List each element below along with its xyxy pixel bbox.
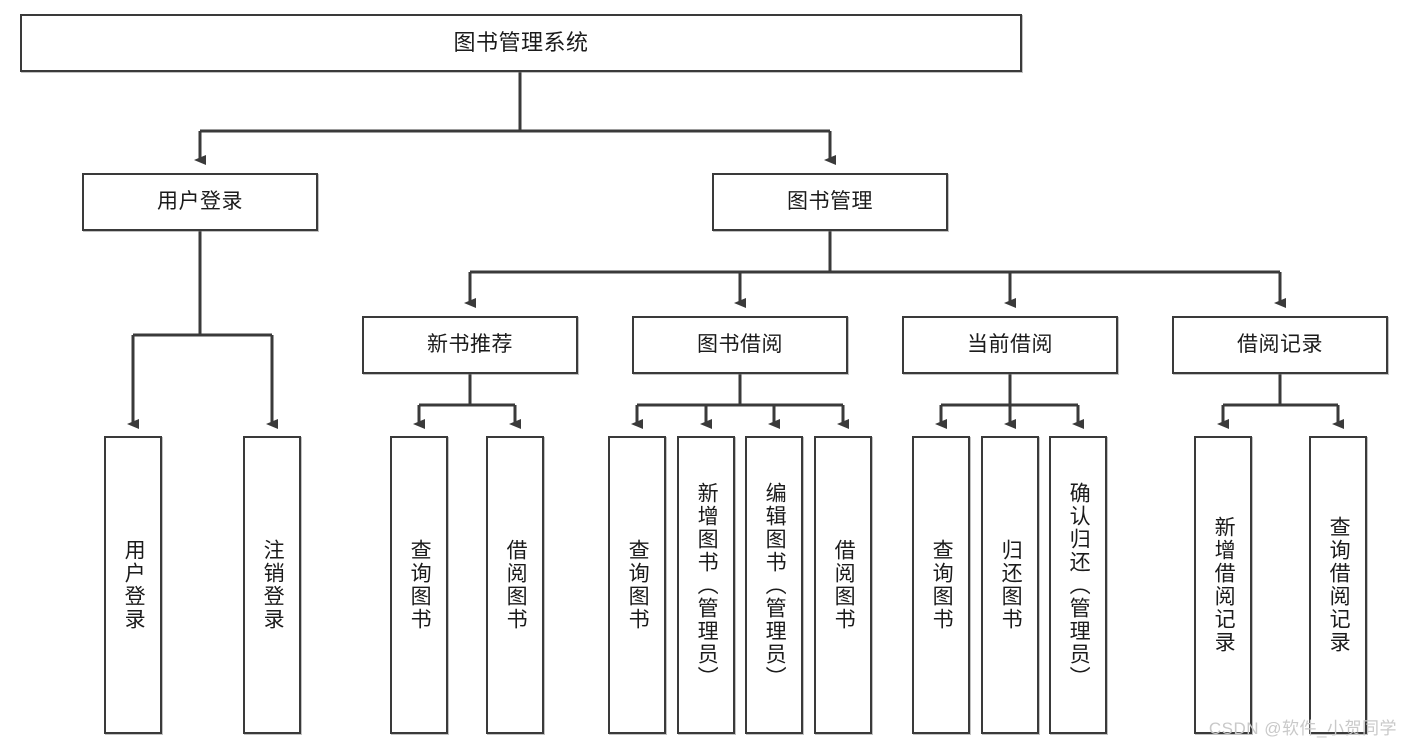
leaf-new-book-borrow[interactable]: 借阅图书 xyxy=(486,436,544,734)
leaf-borrow-record-add[interactable]: 新增借阅记录 xyxy=(1194,436,1252,734)
node-label: 新增图书（管理员） xyxy=(695,481,719,689)
node-book-borrow[interactable]: 图书借阅 xyxy=(632,316,848,374)
node-user-login[interactable]: 用户登录 xyxy=(82,173,318,231)
node-label: 查询图书 xyxy=(626,539,650,631)
node-label: 归还图书 xyxy=(999,539,1023,631)
node-new-book-recommend[interactable]: 新书推荐 xyxy=(362,316,578,374)
node-label: 用户登录 xyxy=(122,539,146,631)
node-label: 注销登录 xyxy=(261,539,285,631)
node-current-borrow[interactable]: 当前借阅 xyxy=(902,316,1118,374)
node-label: 确认归还（管理员） xyxy=(1067,481,1091,689)
leaf-current-borrow-confirm-return[interactable]: 确认归还（管理员） xyxy=(1049,436,1107,734)
node-book-management[interactable]: 图书管理 xyxy=(712,173,948,231)
node-label: 图书管理系统 xyxy=(453,30,589,56)
leaf-borrow-record-query[interactable]: 查询借阅记录 xyxy=(1309,436,1367,734)
node-label: 查询图书 xyxy=(930,539,954,631)
leaf-new-book-query[interactable]: 查询图书 xyxy=(390,436,448,734)
leaf-book-borrow-borrow[interactable]: 借阅图书 xyxy=(814,436,872,734)
node-label: 查询图书 xyxy=(408,539,432,631)
node-label: 借阅图书 xyxy=(504,539,528,631)
leaf-user-login-login[interactable]: 用户登录 xyxy=(104,436,162,734)
leaf-book-borrow-query[interactable]: 查询图书 xyxy=(608,436,666,734)
node-label: 借阅图书 xyxy=(832,539,856,631)
node-borrow-record[interactable]: 借阅记录 xyxy=(1172,316,1388,374)
node-label: 图书借阅 xyxy=(697,332,783,356)
node-label: 新书推荐 xyxy=(427,332,513,356)
leaf-book-borrow-edit[interactable]: 编辑图书（管理员） xyxy=(745,436,803,734)
csdn-watermark: CSDN @软件_小贺同学 xyxy=(1208,719,1397,738)
leaf-current-borrow-return[interactable]: 归还图书 xyxy=(981,436,1039,734)
node-label: 图书管理 xyxy=(787,189,873,213)
leaf-current-borrow-query[interactable]: 查询图书 xyxy=(912,436,970,734)
node-label: 编辑图书（管理员） xyxy=(763,481,787,689)
node-label: 用户登录 xyxy=(157,189,243,213)
node-label: 当前借阅 xyxy=(967,332,1053,356)
leaf-book-borrow-add[interactable]: 新增图书（管理员） xyxy=(677,436,735,734)
node-label: 借阅记录 xyxy=(1237,332,1323,356)
leaf-user-login-logout[interactable]: 注销登录 xyxy=(243,436,301,734)
node-label: 新增借阅记录 xyxy=(1212,516,1236,654)
node-root-system[interactable]: 图书管理系统 xyxy=(20,14,1022,72)
node-label: 查询借阅记录 xyxy=(1327,516,1351,654)
